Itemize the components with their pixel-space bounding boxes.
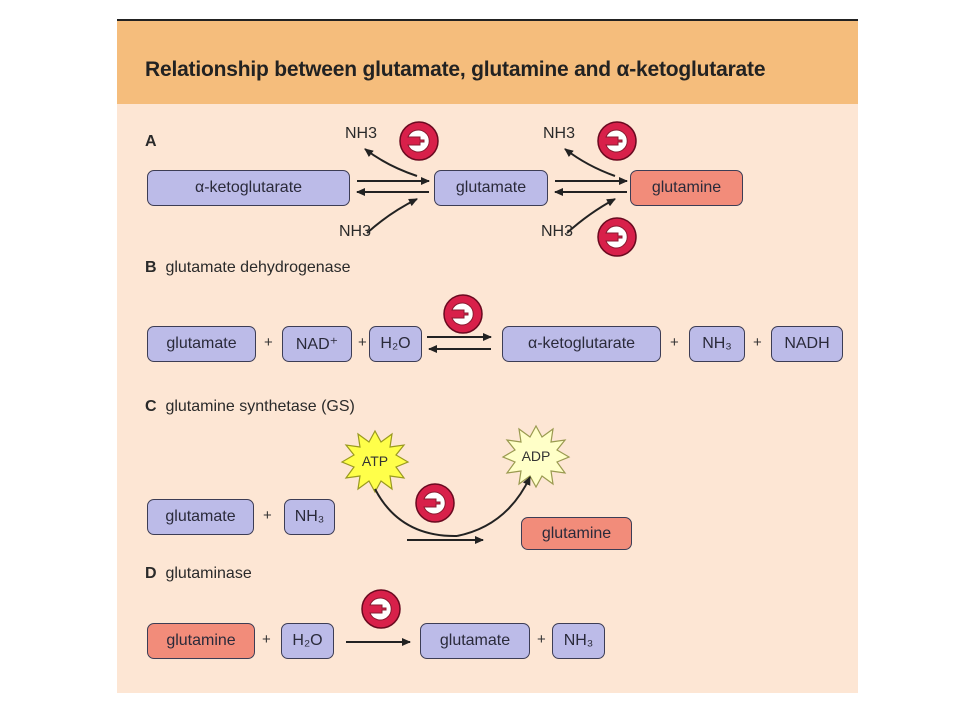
box-glutamine: glutamine — [630, 170, 743, 206]
box-glutamate: glutamate — [420, 623, 530, 659]
reaction-arrows — [340, 121, 637, 646]
nh3-label: NH3 — [345, 125, 378, 142]
section-b-heading: B glutamate dehydrogenase — [145, 259, 350, 277]
box-glutamine: glutamine — [147, 623, 255, 659]
adp-label: ADP — [521, 448, 551, 464]
enzyme-pacman-icon — [597, 121, 637, 161]
section-d-title: glutaminase — [165, 565, 252, 582]
section-d-heading: D glutaminase — [145, 565, 252, 583]
plus-sign: + — [537, 631, 546, 648]
plus-sign: + — [670, 334, 679, 351]
atp-label: ATP — [361, 453, 389, 469]
section-b-letter: B — [145, 259, 157, 276]
enzyme-pacman-icon — [399, 121, 439, 161]
enzyme-pacman-icon — [443, 294, 483, 334]
plus-sign: + — [358, 334, 367, 351]
box-h2o: H₂O — [369, 326, 422, 362]
section-a-letter: A — [145, 133, 157, 150]
box-nh3: NH₃ — [689, 326, 745, 362]
burst-star-icon — [340, 429, 410, 494]
nh3-label: NH3 — [541, 223, 574, 240]
section-c-letter: C — [145, 398, 157, 415]
enzyme-pacman-icon — [415, 483, 455, 523]
enzyme-pacman-icon — [361, 589, 401, 629]
plus-sign: + — [753, 334, 762, 351]
box-glutamate: glutamate — [434, 170, 548, 206]
burst-star-icon — [501, 424, 571, 489]
box-glutamate: glutamate — [147, 326, 256, 362]
plus-sign: + — [263, 507, 272, 524]
section-c-heading: C glutamine synthetase (GS) — [145, 398, 355, 416]
header-band: Relationship between glutamate, glutamin… — [117, 21, 858, 104]
section-a-arrows — [356, 148, 628, 234]
box-h2o: H₂O — [281, 623, 334, 659]
nh3-label: NH3 — [339, 223, 372, 240]
nh3-label: NH3 — [543, 125, 576, 142]
box-alpha-ketoglutarate: α-ketoglutarate — [147, 170, 350, 206]
box-glutamate: glutamate — [147, 499, 254, 535]
box-nad: NAD⁺ — [282, 326, 352, 362]
figure-title: Relationship between glutamate, glutamin… — [145, 58, 766, 81]
figure-panel: Relationship between glutamate, glutamin… — [117, 19, 858, 693]
box-nadh: NADH — [771, 326, 843, 362]
plus-sign: + — [264, 334, 273, 351]
box-nh3: NH₃ — [284, 499, 335, 535]
section-c-title: glutamine synthetase (GS) — [165, 398, 355, 415]
box-glutamine: glutamine — [521, 517, 632, 550]
plus-sign: + — [262, 631, 271, 648]
section-d-letter: D — [145, 565, 157, 582]
section-b-title: glutamate dehydrogenase — [165, 259, 351, 276]
box-alpha-ketoglutarate: α-ketoglutarate — [502, 326, 661, 362]
box-nh3: NH₃ — [552, 623, 605, 659]
enzyme-pacman-icon — [597, 217, 637, 257]
